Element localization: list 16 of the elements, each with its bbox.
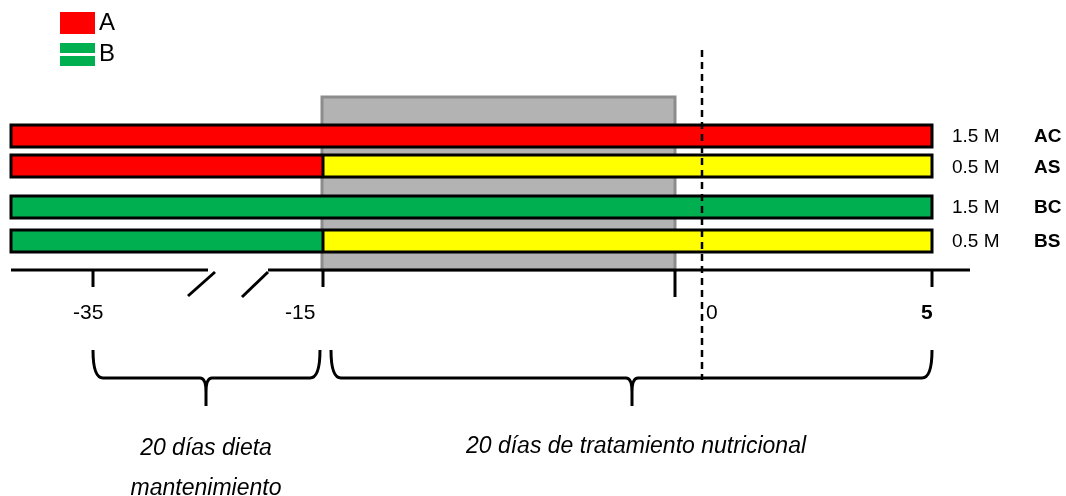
legend-label: A [99,9,115,36]
concentration-label: 0.5 M [952,231,1000,252]
tick-label: 0 [706,300,718,324]
group-label: AC [1034,126,1062,147]
concentration-label: 1.5 M [952,197,1000,218]
period-label: 20 días de tratamiento nutricional [465,433,807,459]
group-label: BS [1034,231,1061,252]
concentration-label: 1.5 M [952,126,1000,147]
concentration-label: 0.5 M [952,157,1000,178]
group-label: BC [1034,197,1062,218]
legend-label: B [99,40,115,67]
tick-label: -35 [73,300,104,324]
tick-label: -15 [285,300,316,324]
tick-label: 5 [921,300,933,324]
group-label: AS [1034,157,1061,178]
period-label: 20 días dieta mantenimiento [129,433,283,496]
